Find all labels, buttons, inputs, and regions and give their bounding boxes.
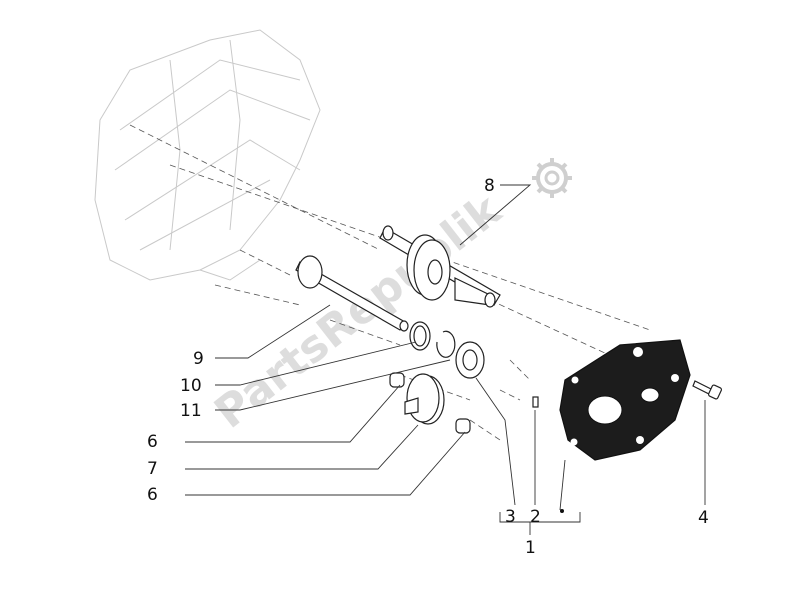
- callout-3: 3: [505, 507, 516, 527]
- dowel-pin: [532, 396, 539, 408]
- callout-2: 2: [530, 507, 541, 527]
- callout-6-upper: 6: [147, 432, 158, 452]
- callout-7: 7: [147, 459, 158, 479]
- intermediate-gear: [404, 373, 445, 425]
- callout-10: 10: [180, 376, 202, 396]
- gear-icon: [532, 158, 572, 198]
- shim-ring-inner: [413, 325, 427, 347]
- bushing-bottom: [455, 418, 471, 434]
- callout-11: 11: [180, 401, 202, 421]
- callout-6-lower: 6: [147, 485, 158, 505]
- transmission-cover: [559, 339, 691, 461]
- cover-bolt: [692, 380, 723, 400]
- watermark: PartsRepublik: [205, 158, 572, 439]
- callout-labels: 8 9 10 11 6 7 6 3 2 1 4: [147, 176, 709, 558]
- bushing-top: [389, 372, 405, 388]
- leader-lines: [185, 184, 706, 535]
- ghost-crankcase-outline: [94, 29, 321, 281]
- watermark-text: PartsRepublik: [205, 184, 511, 439]
- callout-4: 4: [698, 508, 709, 528]
- bearing: [455, 341, 485, 379]
- callout-1: 1: [525, 538, 536, 558]
- pinion-shaft: [295, 255, 409, 332]
- callout-9: 9: [193, 349, 204, 369]
- circlip: [436, 330, 456, 358]
- driven-shaft-gear: [379, 225, 501, 308]
- callout-8: 8: [484, 176, 495, 196]
